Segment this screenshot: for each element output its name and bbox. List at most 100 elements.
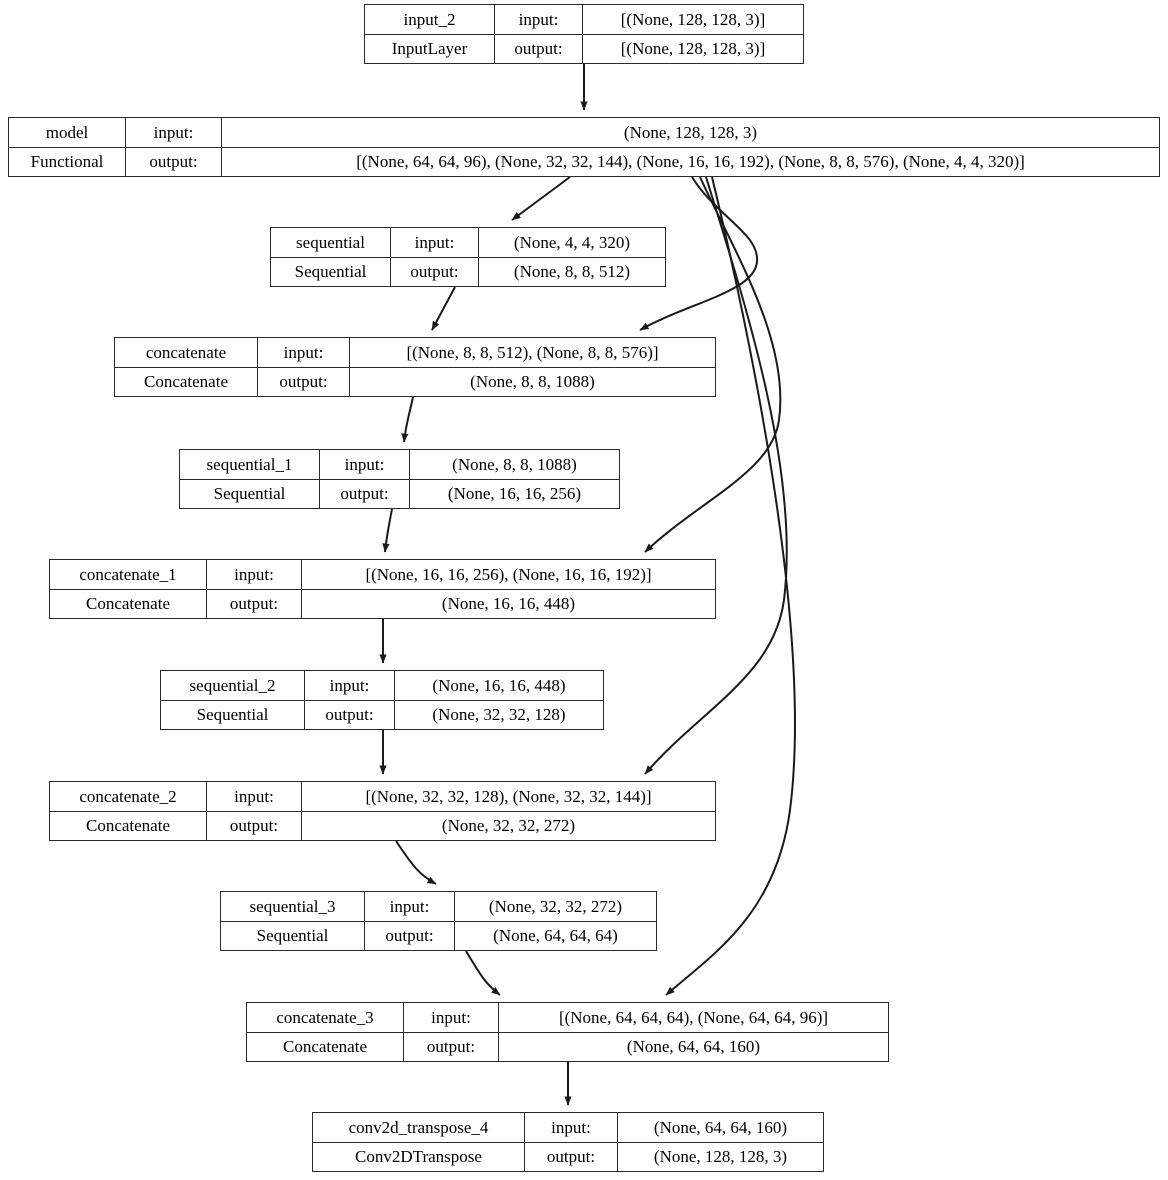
node-output-label: output: (207, 589, 302, 618)
node-layer-name: input_2 (365, 5, 495, 34)
node-input-label: input: (126, 118, 222, 147)
node-output-shape: [(None, 64, 64, 96), (None, 32, 32, 144)… (356, 152, 1025, 172)
node-layer-class: Concatenate (115, 367, 258, 396)
edge-sequential-to-concatenate (431, 286, 456, 331)
node-layer-name: model (9, 118, 126, 147)
node-input-label: input: (365, 892, 455, 921)
node-layer-class: Sequential (221, 921, 365, 950)
node-output-shape: (None, 16, 16, 256) (447, 484, 582, 504)
node-input-label: input: (305, 671, 395, 700)
node-output-label: output: (404, 1032, 499, 1061)
node-layer-class: Concatenate (50, 589, 207, 618)
node-output-label: output: (207, 811, 302, 840)
node-layer-name: concatenate (115, 338, 258, 367)
node-input-shape: [(None, 8, 8, 512), (None, 8, 8, 576)] (406, 342, 659, 362)
node-input-shape: (None, 128, 128, 3) (623, 122, 758, 142)
node-layer-name: sequential_1 (180, 450, 320, 479)
node-output-shape: (None, 32, 32, 128) (432, 705, 566, 725)
node-output-shape: (None, 8, 8, 1088) (470, 372, 595, 392)
node-input-shape: (None, 16, 16, 448) (432, 675, 566, 695)
node-input-label: input: (207, 560, 302, 589)
node-output-label: output: (525, 1142, 618, 1171)
node-layer-name: concatenate_3 (247, 1003, 404, 1032)
node-output-shape: (None, 64, 64, 64) (493, 926, 618, 946)
node-input-label: input: (391, 228, 479, 257)
node-output-shape: (None, 16, 16, 448) (441, 594, 576, 614)
node-layer-name: sequential_3 (221, 892, 365, 921)
node-input-shape: [(None, 128, 128, 3)] (620, 9, 766, 29)
node-layer-class: Functional (9, 147, 126, 176)
node-layer-class: Concatenate (247, 1032, 404, 1061)
node-output-label: output: (305, 700, 395, 729)
node-output-shape: (None, 8, 8, 512) (513, 262, 631, 282)
node-input-label: input: (404, 1003, 499, 1032)
node-layer-class: Sequential (271, 257, 391, 286)
node-output-label: output: (126, 147, 222, 176)
node-output-label: output: (391, 257, 479, 286)
node-input-label: input: (495, 5, 583, 34)
node-layer-name: concatenate_2 (50, 782, 207, 811)
node-input-label: input: (320, 450, 410, 479)
node-layer-name: conv2d_transpose_4 (313, 1113, 525, 1142)
node-output-shape: (None, 64, 64, 160) (626, 1037, 761, 1057)
node-output-shape: (None, 32, 32, 272) (441, 816, 576, 836)
edge-model-to-concatenate_2-skip (644, 176, 788, 775)
edge-sequential_1-to-concatenate_1 (382, 508, 393, 553)
node-input-shape: [(None, 16, 16, 256), (None, 16, 16, 192… (365, 564, 652, 584)
node-input-shape: [(None, 64, 64, 64), (None, 64, 64, 96)] (558, 1007, 829, 1027)
node-output-label: output: (258, 367, 350, 396)
node-layer-class: Sequential (180, 479, 320, 508)
node-layer-class: Conv2DTranspose (313, 1142, 525, 1171)
node-input-shape: [(None, 32, 32, 128), (None, 32, 32, 144… (365, 786, 652, 806)
node-layer-class: Concatenate (50, 811, 207, 840)
node-output-label: output: (495, 34, 583, 63)
node-input-shape: (None, 32, 32, 272) (488, 896, 623, 916)
node-layer-name: sequential_2 (161, 671, 305, 700)
node-input-label: input: (258, 338, 350, 367)
node-input-shape: (None, 4, 4, 320) (513, 232, 631, 252)
node-input-shape: (None, 8, 8, 1088) (452, 454, 577, 474)
edge-concatenate_2-to-sequential_3 (395, 840, 437, 885)
node-input-shape: (None, 64, 64, 160) (653, 1117, 788, 1137)
node-layer-class: InputLayer (365, 34, 495, 63)
node-output-shape: (None, 128, 128, 3) (653, 1147, 788, 1167)
node-output-label: output: (365, 921, 455, 950)
node-layer-class: Sequential (161, 700, 305, 729)
node-layer-name: sequential (271, 228, 391, 257)
node-output-shape: [(None, 128, 128, 3)] (620, 39, 766, 59)
edge-model-to-sequential (511, 176, 571, 221)
node-layer-name: concatenate_1 (50, 560, 207, 589)
node-input-label: input: (207, 782, 302, 811)
node-output-label: output: (320, 479, 410, 508)
edge-sequential_3-to-concatenate_3 (465, 950, 501, 996)
